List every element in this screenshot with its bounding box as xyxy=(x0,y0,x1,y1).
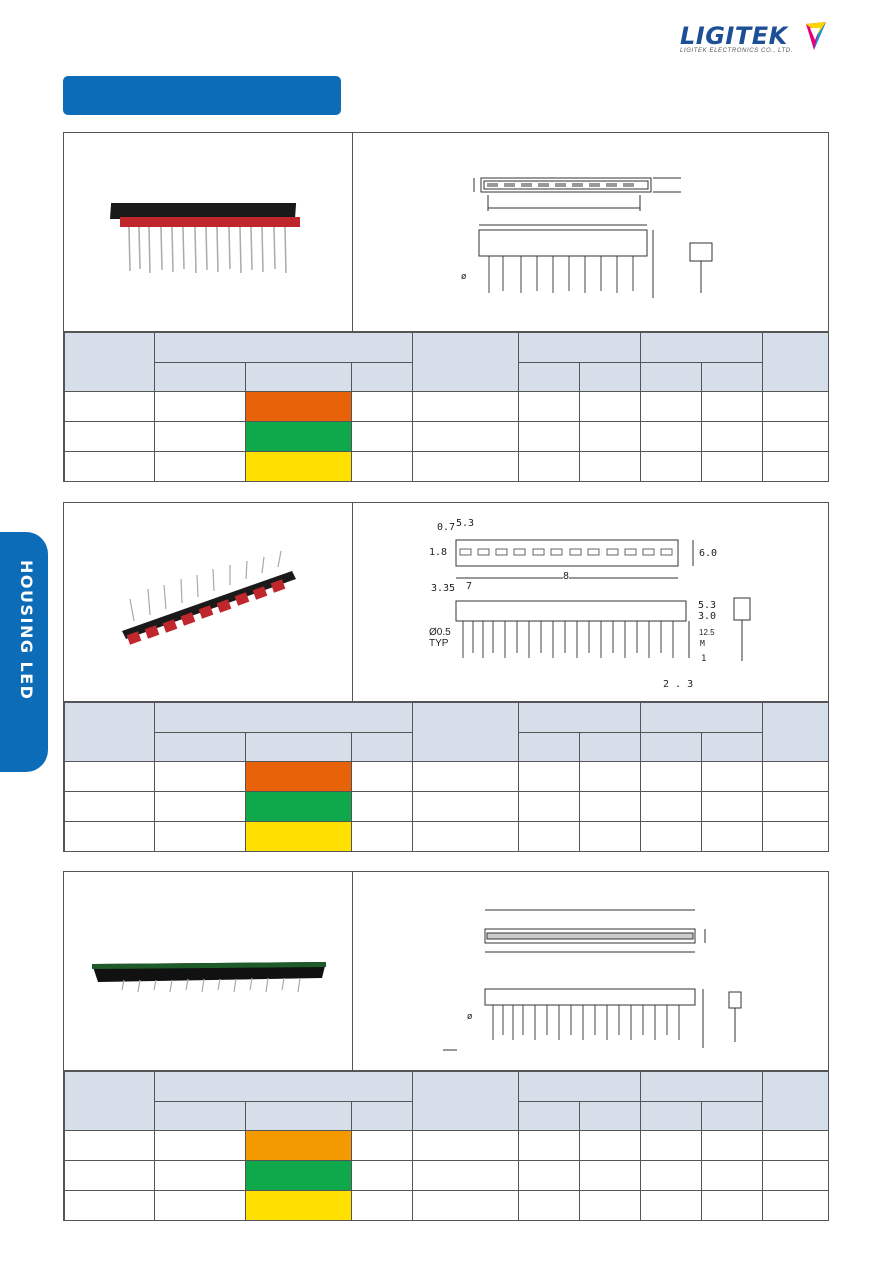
header-cell xyxy=(640,1071,764,1102)
header-cell xyxy=(412,332,520,392)
side-tab-label: HOUSING LED xyxy=(17,560,36,701)
dim-label: 2 . 3 xyxy=(663,679,694,690)
red-led-array-icon xyxy=(122,550,296,645)
section-title-bar xyxy=(63,76,341,115)
dim-label: 1.8 xyxy=(429,547,448,558)
header-cell xyxy=(640,702,764,733)
dim-label: 7 xyxy=(466,581,473,592)
header-cell xyxy=(412,702,520,762)
header-cell xyxy=(762,702,830,762)
header-cell xyxy=(350,732,414,762)
color-swatch-orange xyxy=(245,391,352,422)
header-cell xyxy=(153,1071,414,1102)
diameter-label: ø xyxy=(461,272,467,282)
table-row xyxy=(64,1130,830,1161)
dimension-drawing-1: ø xyxy=(353,133,828,332)
diameter-label: ø xyxy=(467,1012,473,1022)
header-cell xyxy=(245,1101,352,1131)
header-cell xyxy=(579,362,642,392)
header-cell xyxy=(762,1071,830,1131)
header-cell xyxy=(762,332,830,392)
header-cell xyxy=(518,362,581,392)
header-cell xyxy=(350,362,414,392)
header-cell xyxy=(518,1101,581,1131)
table-row xyxy=(64,451,830,482)
table-row xyxy=(64,1160,830,1191)
header-cell xyxy=(64,332,155,392)
table-row xyxy=(64,421,830,452)
dim-label: 12.5 xyxy=(699,628,715,637)
header-cell xyxy=(154,362,246,392)
side-tab xyxy=(0,532,48,772)
table-row xyxy=(64,391,830,422)
table-row xyxy=(64,761,830,792)
dim-label: 8 xyxy=(563,571,570,582)
header-cell xyxy=(518,332,642,363)
header-cell xyxy=(640,1101,703,1131)
header-cell xyxy=(245,362,352,392)
header-cell xyxy=(579,1101,642,1131)
color-swatch-yellow xyxy=(245,451,352,482)
color-swatch-green xyxy=(245,1160,352,1191)
header-cell xyxy=(701,732,764,762)
header-cell xyxy=(350,1101,414,1131)
product-photo-3 xyxy=(64,872,353,1071)
color-swatch-yellow xyxy=(245,1190,352,1221)
dim-label: 0.7 xyxy=(437,522,456,533)
header-cell xyxy=(579,732,642,762)
header-cell xyxy=(640,732,703,762)
color-swatch-green xyxy=(245,791,352,822)
header-cell xyxy=(701,1101,764,1131)
green-led-array-icon xyxy=(92,962,326,993)
table-row xyxy=(64,821,830,852)
dim-label: 5.3 xyxy=(456,518,475,529)
table-row xyxy=(64,791,830,822)
color-swatch-amber xyxy=(245,1130,352,1161)
header-cell xyxy=(154,1101,246,1131)
dim-label: TYP xyxy=(429,638,449,649)
header-cell xyxy=(640,362,703,392)
header-cell xyxy=(64,702,155,762)
product-block-1: ø xyxy=(63,132,830,482)
header-cell xyxy=(518,702,642,733)
dim-label: M xyxy=(700,639,705,648)
table-row xyxy=(64,1190,830,1221)
header-cell xyxy=(245,732,352,762)
product-photo-1 xyxy=(64,133,353,332)
company-logo: LIGITEK LIGITEK ELECTRONICS CO., LTD. xyxy=(676,20,836,60)
product-block-2: 0.7 5.3 1.8 6.0 3.35 7 8 5.3 3.0 Ø0.5 TY… xyxy=(63,502,830,852)
red-led-array-icon xyxy=(109,203,300,274)
product-photo-2 xyxy=(64,503,353,702)
color-swatch-green xyxy=(245,421,352,452)
spec-table-1 xyxy=(64,332,830,482)
dim-label: 6.0 xyxy=(699,548,718,559)
spec-table-3 xyxy=(64,1071,830,1221)
header-cell xyxy=(153,332,414,363)
dimension-drawing-2: 0.7 5.3 1.8 6.0 3.35 7 8 5.3 3.0 Ø0.5 TY… xyxy=(353,503,828,702)
color-swatch-yellow xyxy=(245,821,352,852)
header-cell xyxy=(154,732,246,762)
header-cell xyxy=(640,332,764,363)
header-cell xyxy=(64,1071,155,1131)
color-swatch-orange xyxy=(245,761,352,792)
header-cell xyxy=(153,702,414,733)
dim-label: 1 xyxy=(701,654,707,664)
header-cell xyxy=(518,732,581,762)
header-cell xyxy=(412,1071,520,1131)
dim-label: 3.35 xyxy=(431,583,456,594)
logo-swirl-icon xyxy=(806,22,826,50)
header-cell xyxy=(701,362,764,392)
dim-label: 3.0 xyxy=(698,611,717,622)
product-block-3: ø xyxy=(63,871,830,1221)
dim-label: Ø0.5 xyxy=(429,627,451,638)
dimension-drawing-3: ø xyxy=(353,872,828,1071)
spec-table-2 xyxy=(64,702,830,852)
logo-subtitle: LIGITEK ELECTRONICS CO., LTD. xyxy=(680,48,793,54)
header-cell xyxy=(518,1071,642,1102)
logo-wordmark: LIGITEK xyxy=(680,22,788,50)
dim-label: 5.3 xyxy=(698,600,717,611)
